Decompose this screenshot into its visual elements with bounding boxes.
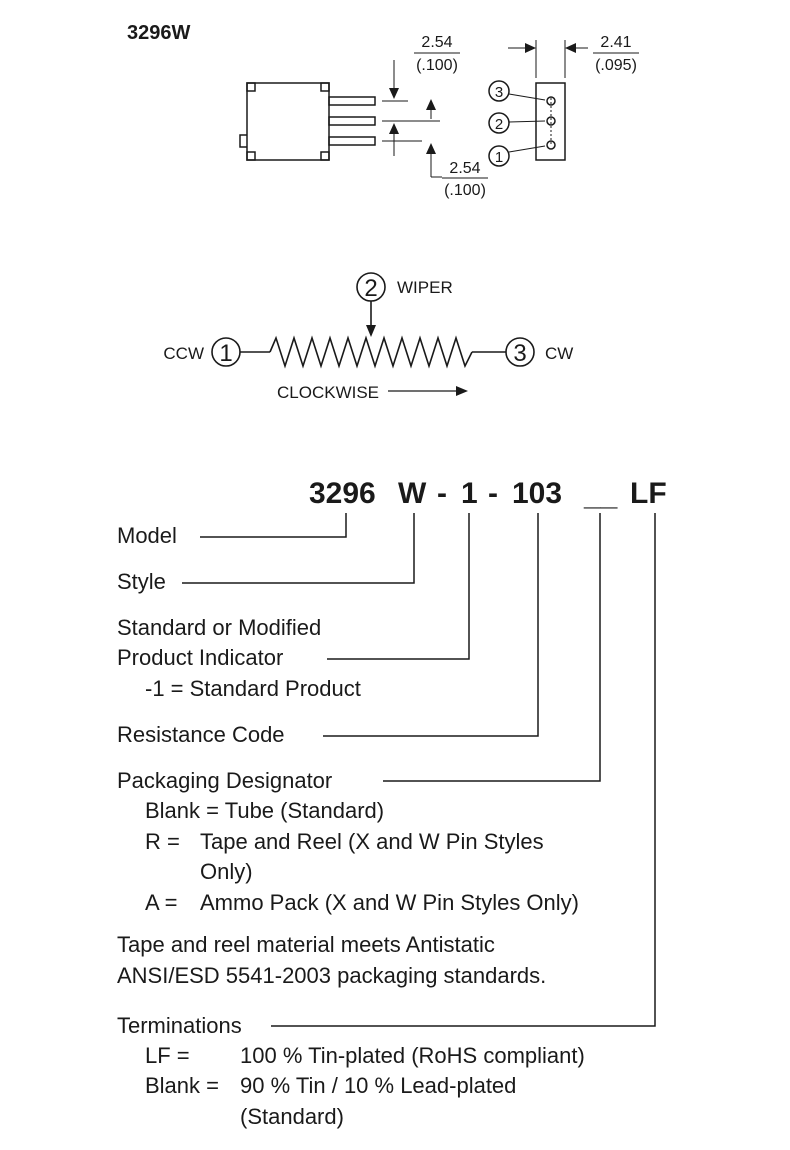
pn-packaging: __ [583, 479, 618, 512]
legend-packaging: Packaging Designator [117, 768, 332, 793]
dim-pitch-top-mm: 2.54 [421, 34, 452, 51]
legend-term-blank-line2: (Standard) [240, 1104, 344, 1129]
pin-3-label: 3 [495, 84, 503, 101]
legend-pkg-blank: Blank = Tube (Standard) [145, 798, 384, 823]
legend-terminations: Terminations [117, 1013, 242, 1038]
dim-pitch-bottom-mm: 2.54 [449, 160, 480, 177]
pn-style: W [398, 477, 427, 510]
legend-term-lf-key: LF = [145, 1043, 190, 1068]
pin-2-label: 2 [495, 116, 503, 133]
legend-model: Model [117, 523, 177, 548]
legend-pkg-r-line1: Tape and Reel (X and W Pin Styles [200, 829, 544, 854]
leader-lines [182, 513, 656, 1027]
schematic-clockwise-label: CLOCKWISE [277, 383, 379, 402]
front-view-drawing [239, 60, 442, 178]
pin-1-label: 1 [495, 149, 503, 166]
legend-style: Style [117, 569, 166, 594]
schematic-node-2: 2 [364, 275, 377, 302]
schematic-ccw-label: CCW [163, 344, 204, 363]
legend-resistance: Resistance Code [117, 722, 285, 747]
part-number: 3296 W - 1 - 103 __ LF [309, 477, 667, 512]
schematic-node-1: 1 [219, 340, 232, 367]
legend-term-lf-value: 100 % Tin-plated (RoHS compliant) [240, 1043, 585, 1068]
legend-pkg-r-line2: Only) [200, 859, 253, 884]
dim-pitch-top-in: (.100) [416, 57, 458, 74]
pn-dash-2: - [488, 477, 498, 510]
side-view-drawing [488, 40, 588, 167]
dim-pitch-bottom-in: (.100) [444, 182, 486, 199]
pn-model: 3296 [309, 477, 376, 510]
dim-side-mm: 2.41 [600, 34, 631, 51]
schematic-wiper-label: WIPER [397, 278, 453, 297]
legend-note-line1: Tape and reel material meets Antistatic [117, 932, 495, 957]
legend-pkg-a-line1: Ammo Pack (X and W Pin Styles Only) [200, 890, 579, 915]
legend-std-line2: Product Indicator [117, 645, 283, 670]
legend-note-line2: ANSI/ESD 5541-2003 packaging standards. [117, 963, 546, 988]
legend-pkg-r-key: R = [145, 829, 180, 854]
legend-pkg-a-key: A = [145, 890, 177, 915]
legend-term-blank-line1: 90 % Tin / 10 % Lead-plated [240, 1073, 516, 1098]
pn-termination: LF [630, 477, 667, 510]
pn-indicator: 1 [461, 477, 478, 510]
pn-dash-1: - [437, 477, 447, 510]
legend: Model Style Standard or Modified Product… [117, 523, 585, 1129]
dim-side-in: (.095) [595, 57, 637, 74]
pn-resistance: 103 [512, 477, 562, 510]
legend-std-option: -1 = Standard Product [145, 676, 361, 701]
schematic-cw-label: CW [545, 344, 573, 363]
legend-std-line1: Standard or Modified [117, 615, 321, 640]
legend-term-blank-key: Blank = [145, 1073, 219, 1098]
resistor-schematic [211, 272, 535, 396]
model-title: 3296W [127, 22, 190, 44]
schematic-node-3: 3 [513, 340, 526, 367]
